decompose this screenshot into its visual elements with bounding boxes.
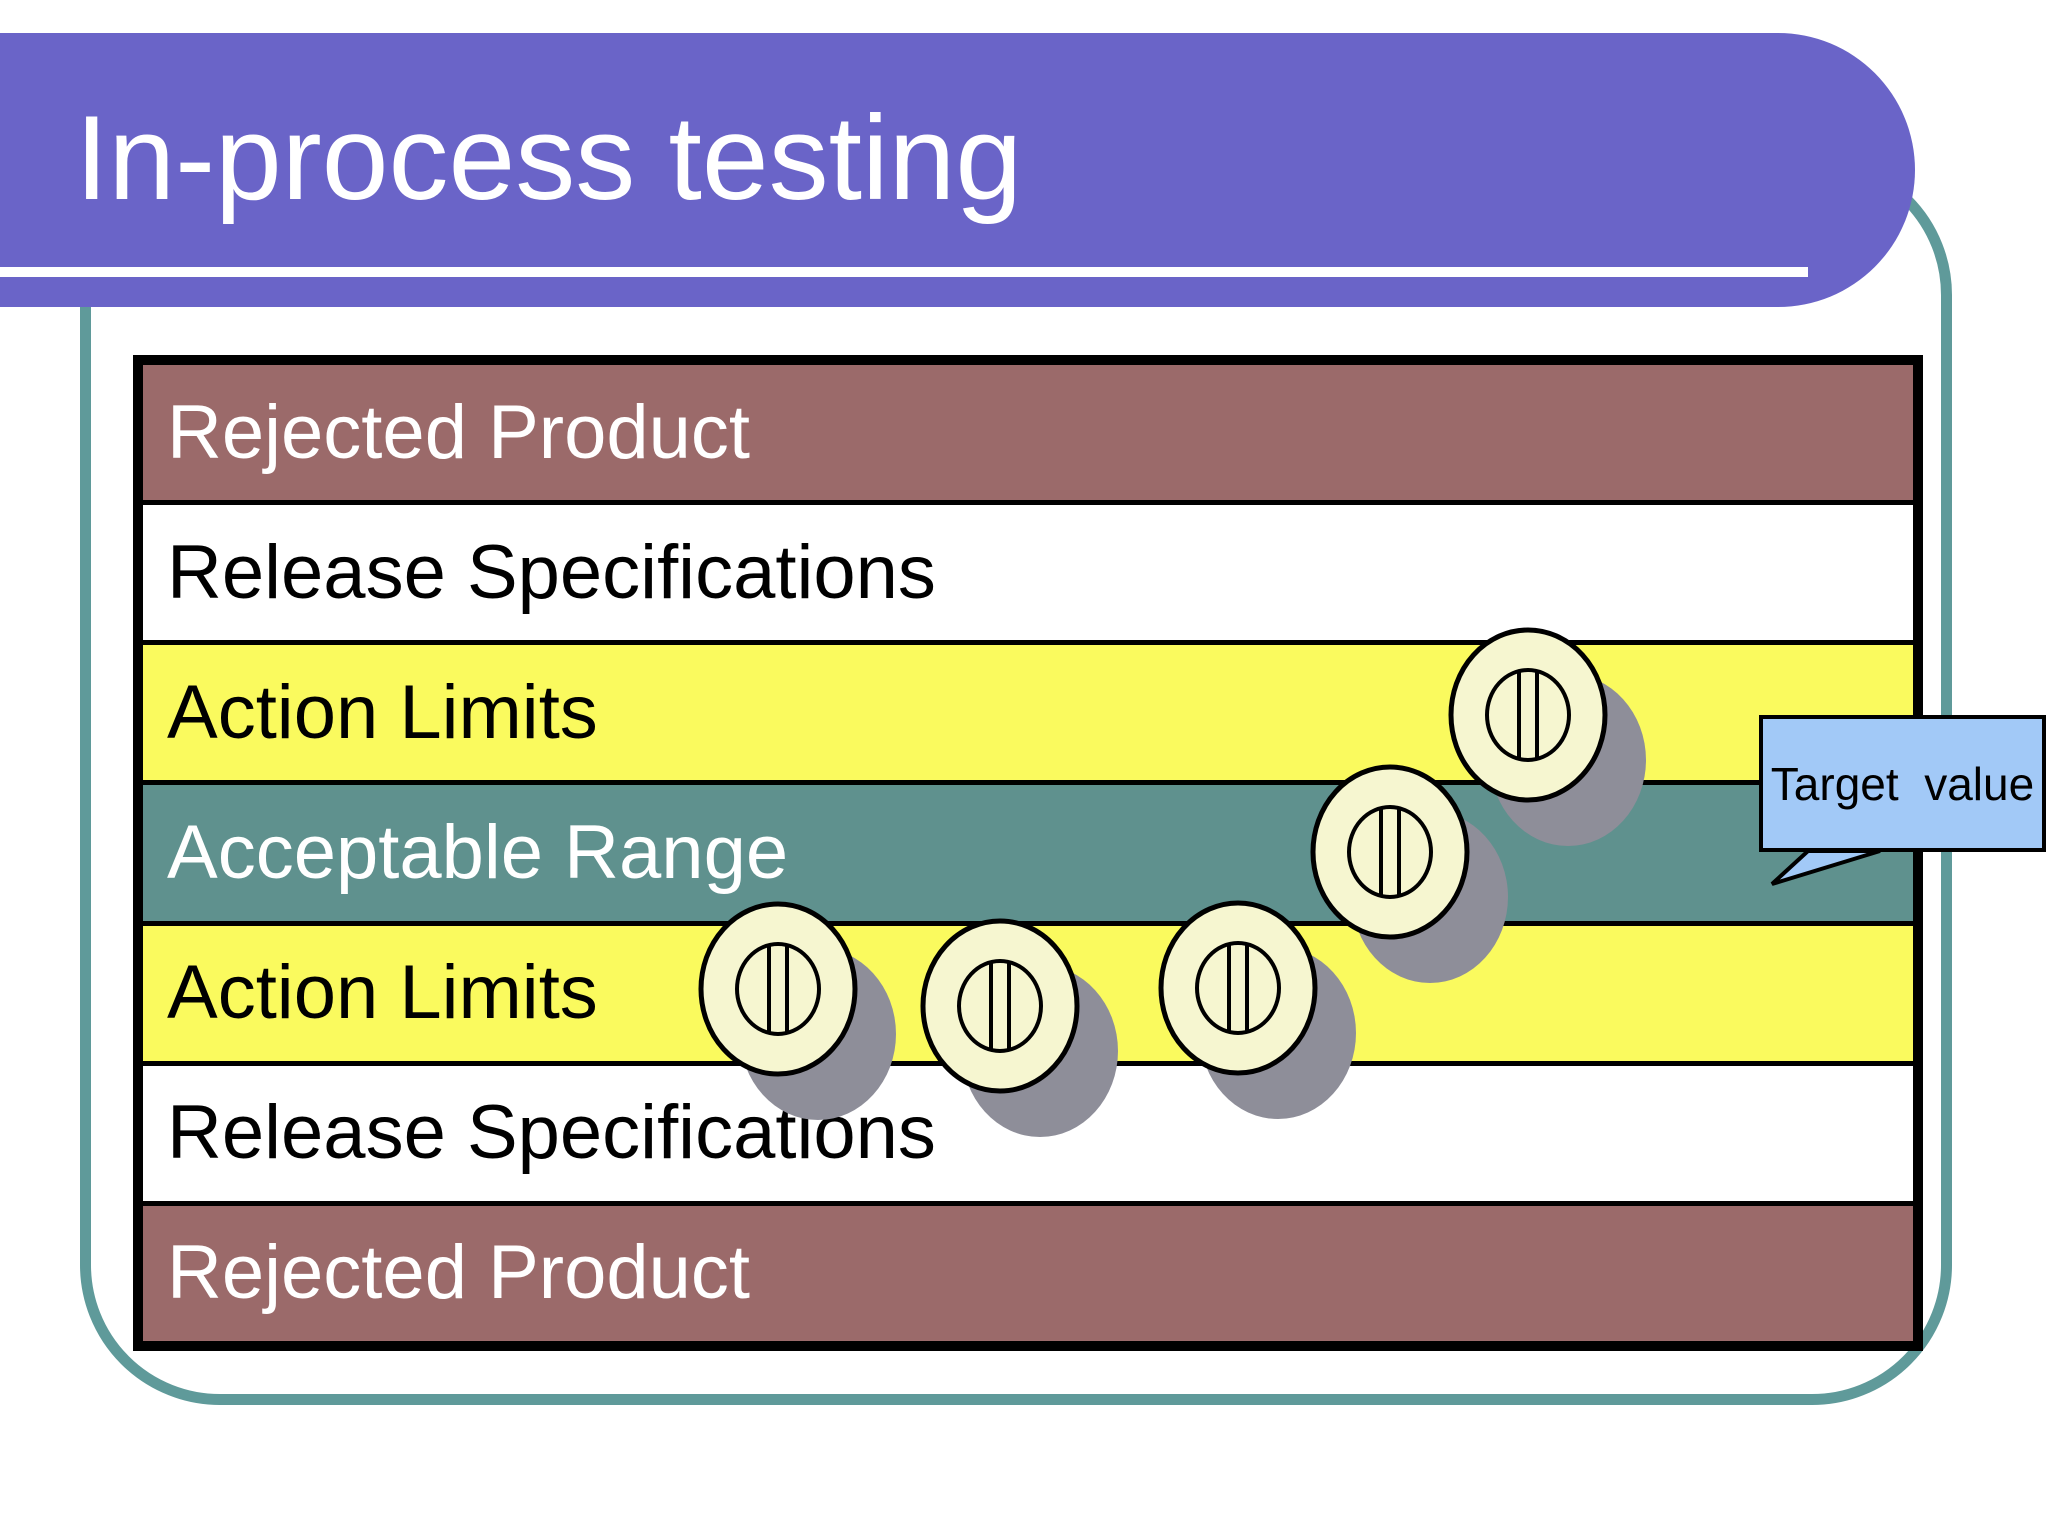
band-label: Rejected Product: [167, 1230, 750, 1316]
title-banner: In-process testing: [0, 33, 1915, 307]
band-action-limits-bottom: Action Limits: [143, 920, 1913, 1061]
band-acceptable-range: Acceptable Range: [143, 780, 1913, 921]
band-release-specifications-top: Release Specifications: [143, 500, 1913, 641]
band-label: Action Limits: [167, 669, 598, 755]
title-underline: [0, 267, 1808, 277]
band-label: Acceptable Range: [167, 809, 789, 895]
band-label: Action Limits: [167, 950, 598, 1036]
band-rejected-product-top: Rejected Product: [143, 365, 1913, 501]
specification-band-box: Rejected Product Release Specifications …: [133, 355, 1923, 1351]
band-action-limits-top: Action Limits: [143, 640, 1913, 781]
band-release-specifications-bottom: Release Specifications: [143, 1060, 1913, 1201]
band-label: Release Specifications: [167, 1090, 936, 1176]
band-label: Rejected Product: [167, 389, 750, 475]
target-value-callout: Target value: [1759, 715, 2046, 852]
target-value-label: Target value: [1770, 757, 2035, 810]
slide-title: In-process testing: [75, 91, 1023, 225]
band-rejected-product-bottom: Rejected Product: [143, 1200, 1913, 1341]
band-label: Release Specifications: [167, 529, 936, 615]
